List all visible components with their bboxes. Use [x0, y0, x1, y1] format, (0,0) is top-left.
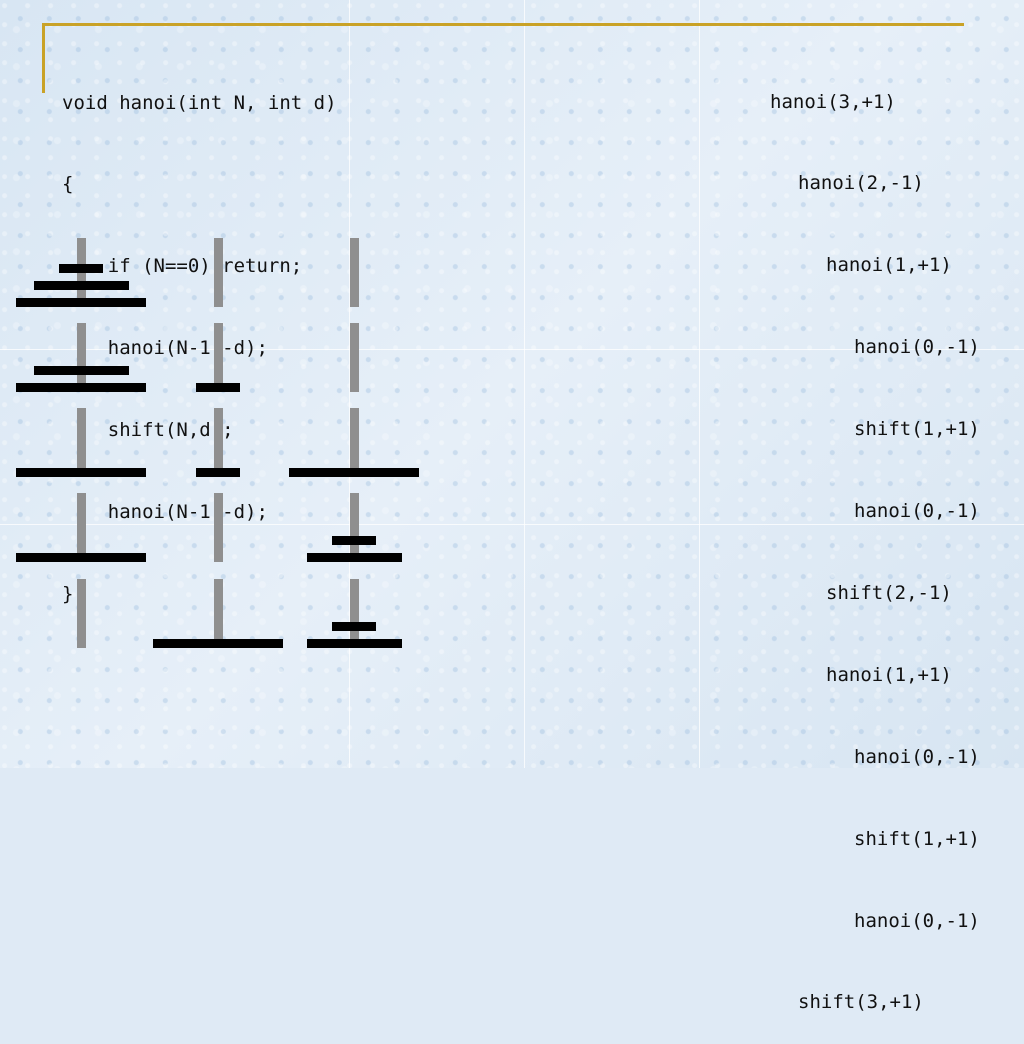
peg — [77, 493, 86, 562]
peg — [350, 323, 359, 392]
peg — [77, 408, 86, 477]
tile-seam — [349, 0, 350, 768]
disk-2 — [306, 553, 402, 562]
disk-1 — [196, 468, 240, 477]
peg — [214, 408, 223, 477]
disk-3 — [16, 468, 146, 477]
trace-line: shift(2,-1) — [826, 581, 952, 604]
disk-1 — [332, 536, 376, 545]
tile-seam — [699, 0, 700, 768]
trace-line: shift(3,+1) — [798, 991, 924, 1014]
code-line: if (N==0) return; — [62, 255, 303, 278]
disk-2 — [306, 639, 402, 648]
trace-line: hanoi(1,+1) — [826, 254, 952, 277]
disk-2 — [33, 366, 129, 375]
hanoi-code-block: void hanoi(int N, int d) { if (N==0) ret… — [62, 35, 337, 636]
peg — [214, 323, 223, 392]
slide-accent-line — [42, 23, 45, 93]
code-line: { — [62, 173, 74, 196]
peg — [350, 579, 359, 648]
peg — [214, 493, 223, 562]
code-line: shift(N,d); — [62, 419, 234, 442]
peg — [350, 493, 359, 562]
hanoi-diagram — [16, 238, 419, 648]
peg — [77, 579, 86, 648]
trace-line: shift(1,+1) — [854, 418, 980, 441]
tile-seam — [0, 349, 1024, 350]
trace-line: hanoi(0,-1) — [854, 909, 980, 932]
tile-seam — [524, 0, 525, 768]
trace-line: hanoi(2,-1) — [798, 172, 924, 195]
trace-line: shift(1,+1) — [854, 827, 980, 850]
code-line: hanoi(N-1,-d); — [62, 337, 268, 360]
trace-line: hanoi(0,-1) — [854, 500, 980, 523]
code-line: } — [62, 582, 74, 605]
trace-line: hanoi(0,-1) — [854, 336, 980, 359]
trace-line: hanoi(0,-1) — [854, 745, 980, 768]
disk-1 — [332, 622, 376, 631]
peg — [350, 238, 359, 307]
disk-3 — [16, 298, 146, 307]
code-line: void hanoi(int N, int d) — [62, 91, 337, 114]
disk-3 — [16, 383, 146, 392]
tile-seam — [0, 524, 1024, 525]
peg — [214, 579, 223, 648]
trace-line: hanoi(1,+1) — [826, 663, 952, 686]
disk-1 — [59, 264, 103, 273]
slide-accent-line — [42, 23, 964, 26]
peg — [350, 408, 359, 477]
code-line: hanoi(N-1,-d); — [62, 501, 268, 524]
disk-3 — [289, 468, 419, 477]
disk-2 — [33, 281, 129, 290]
peg — [77, 323, 86, 392]
disk-3 — [153, 639, 283, 648]
peg — [214, 238, 223, 307]
disk-1 — [196, 383, 240, 392]
trace-line: hanoi(3,+1) — [770, 90, 896, 113]
disk-3 — [16, 553, 146, 562]
